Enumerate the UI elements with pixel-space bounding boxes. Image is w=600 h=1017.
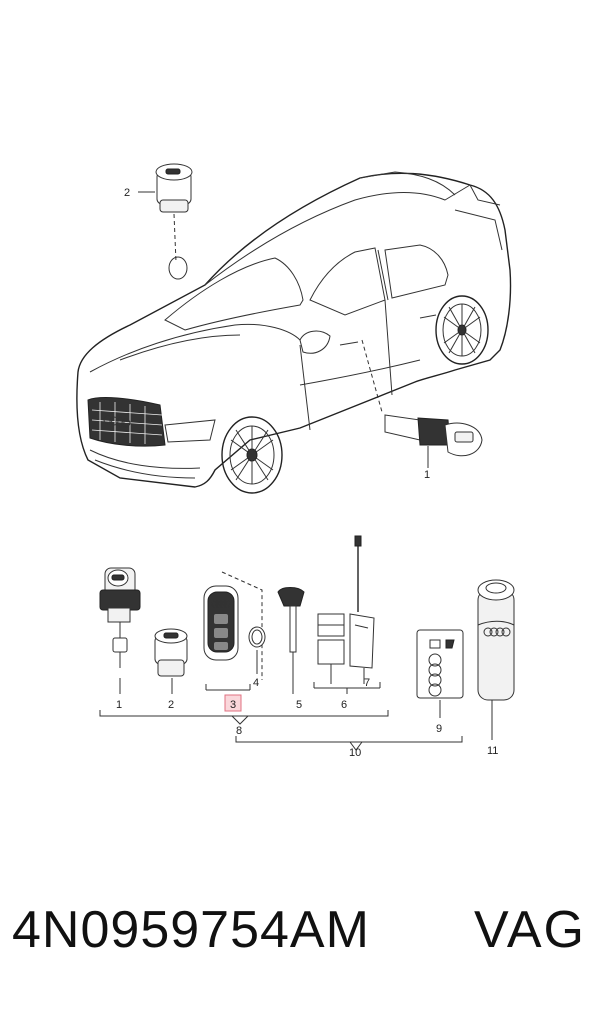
- part-9-key-card-sheet: 9: [416, 629, 464, 735]
- car-illustration: [76, 171, 512, 494]
- callout-2: 2: [168, 699, 174, 711]
- callout-7: 7: [364, 677, 370, 689]
- part-11-bottle: 11: [477, 579, 515, 757]
- part-1-door-lock-cylinder: 1: [99, 567, 141, 711]
- footer: 4N0959754AM VAG: [0, 900, 600, 980]
- callout-9: 9: [436, 723, 442, 735]
- callout-10: 10: [349, 747, 361, 759]
- part-2-lock-cylinder-top: 2: [124, 163, 193, 263]
- rear-wheel: [435, 295, 489, 365]
- assembly-brackets: 8 10: [99, 710, 463, 759]
- part-3-remote-key: 3: [203, 571, 263, 712]
- callout-1: 1: [116, 699, 122, 711]
- part-1-door-lock-on-car: 1: [361, 339, 483, 481]
- parts-diagram: 2 1 1 2: [76, 163, 515, 759]
- part-6-key-card: 6: [317, 613, 347, 711]
- part-4-coin-battery: 4: [248, 626, 266, 689]
- callout-3: 3: [230, 699, 236, 711]
- part-number: 4N0959754AM: [12, 901, 370, 959]
- callout-2-top: 2: [124, 187, 130, 199]
- callout-6: 6: [341, 699, 347, 711]
- callout-1-car: 1: [424, 469, 430, 481]
- callout-4: 4: [253, 677, 259, 689]
- front-wheel: [221, 416, 283, 494]
- callout-5: 5: [296, 699, 302, 711]
- callout-8: 8: [236, 725, 242, 737]
- part-7-antenna-card: 7: [349, 535, 375, 689]
- part-5-key-blade: 5: [277, 587, 305, 711]
- callout-11: 11: [487, 745, 498, 757]
- brand-name: VAG: [474, 901, 586, 959]
- part-2-lock-cylinder: 2: [154, 628, 188, 711]
